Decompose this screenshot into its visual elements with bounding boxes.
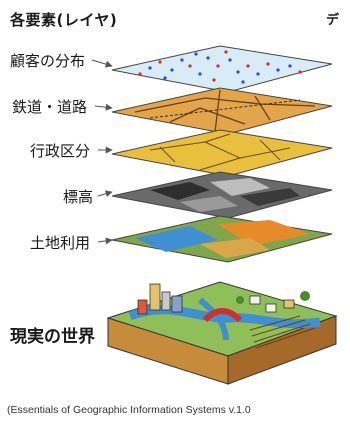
layer-label-landuse: 土地利用 [30,234,91,252]
layer-label-customers: 顧客の分布 [10,52,86,70]
layer-elevation [111,171,333,219]
real-world-block [106,281,338,385]
layer-label-elevation: 標高 [63,188,94,206]
layer-label-roads: 鉄道・道路 [12,98,88,116]
source-caption: (Essentials of Geographic Information Sy… [7,404,251,416]
label-pointers [91,59,113,245]
cropped-heading: デ [326,13,340,28]
layer-label-admin: 行政区分 [30,142,91,160]
layers-heading: 各要素(レイヤ) [10,11,118,29]
layer-roads [111,87,333,135]
layer-landuse [111,215,333,263]
layer-customers [111,45,333,93]
layer-admin [111,129,333,177]
real-world-label: 現実の世界 [10,327,95,347]
customer-dots [138,50,302,84]
